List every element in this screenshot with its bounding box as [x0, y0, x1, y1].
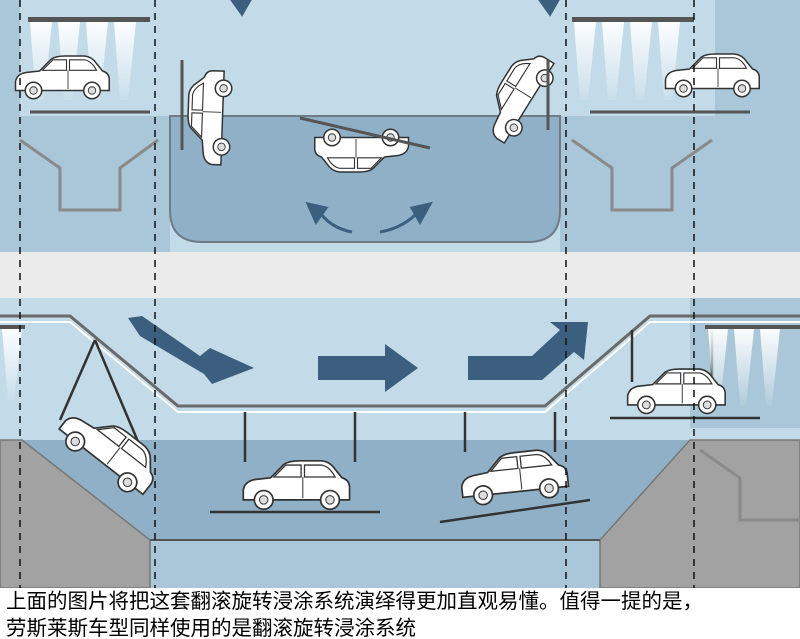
spray-nozzle-icon	[28, 17, 694, 100]
spray-nozzle-icon	[0, 325, 800, 405]
top-section	[0, 0, 800, 252]
caption-line-2: 劳斯莱斯车型同样使用的是翻滚旋转浸涂系统	[6, 616, 416, 639]
arrow-icon	[128, 316, 588, 392]
guide-lines	[19, 0, 695, 588]
bottom-section	[0, 298, 800, 588]
dip-coating-diagram	[0, 0, 800, 588]
rotation-arrow-icon	[230, 0, 560, 234]
caption-line-1: 上面的图片将把这套翻滚旋转浸涂系统演绎得更加直观易懂。值得一提的是，	[6, 589, 703, 613]
caption: 上面的图片将把这套翻滚旋转浸涂系统演绎得更加直观易懂。值得一提的是， 劳斯莱斯车…	[0, 588, 800, 639]
rotation-bath	[169, 115, 561, 243]
